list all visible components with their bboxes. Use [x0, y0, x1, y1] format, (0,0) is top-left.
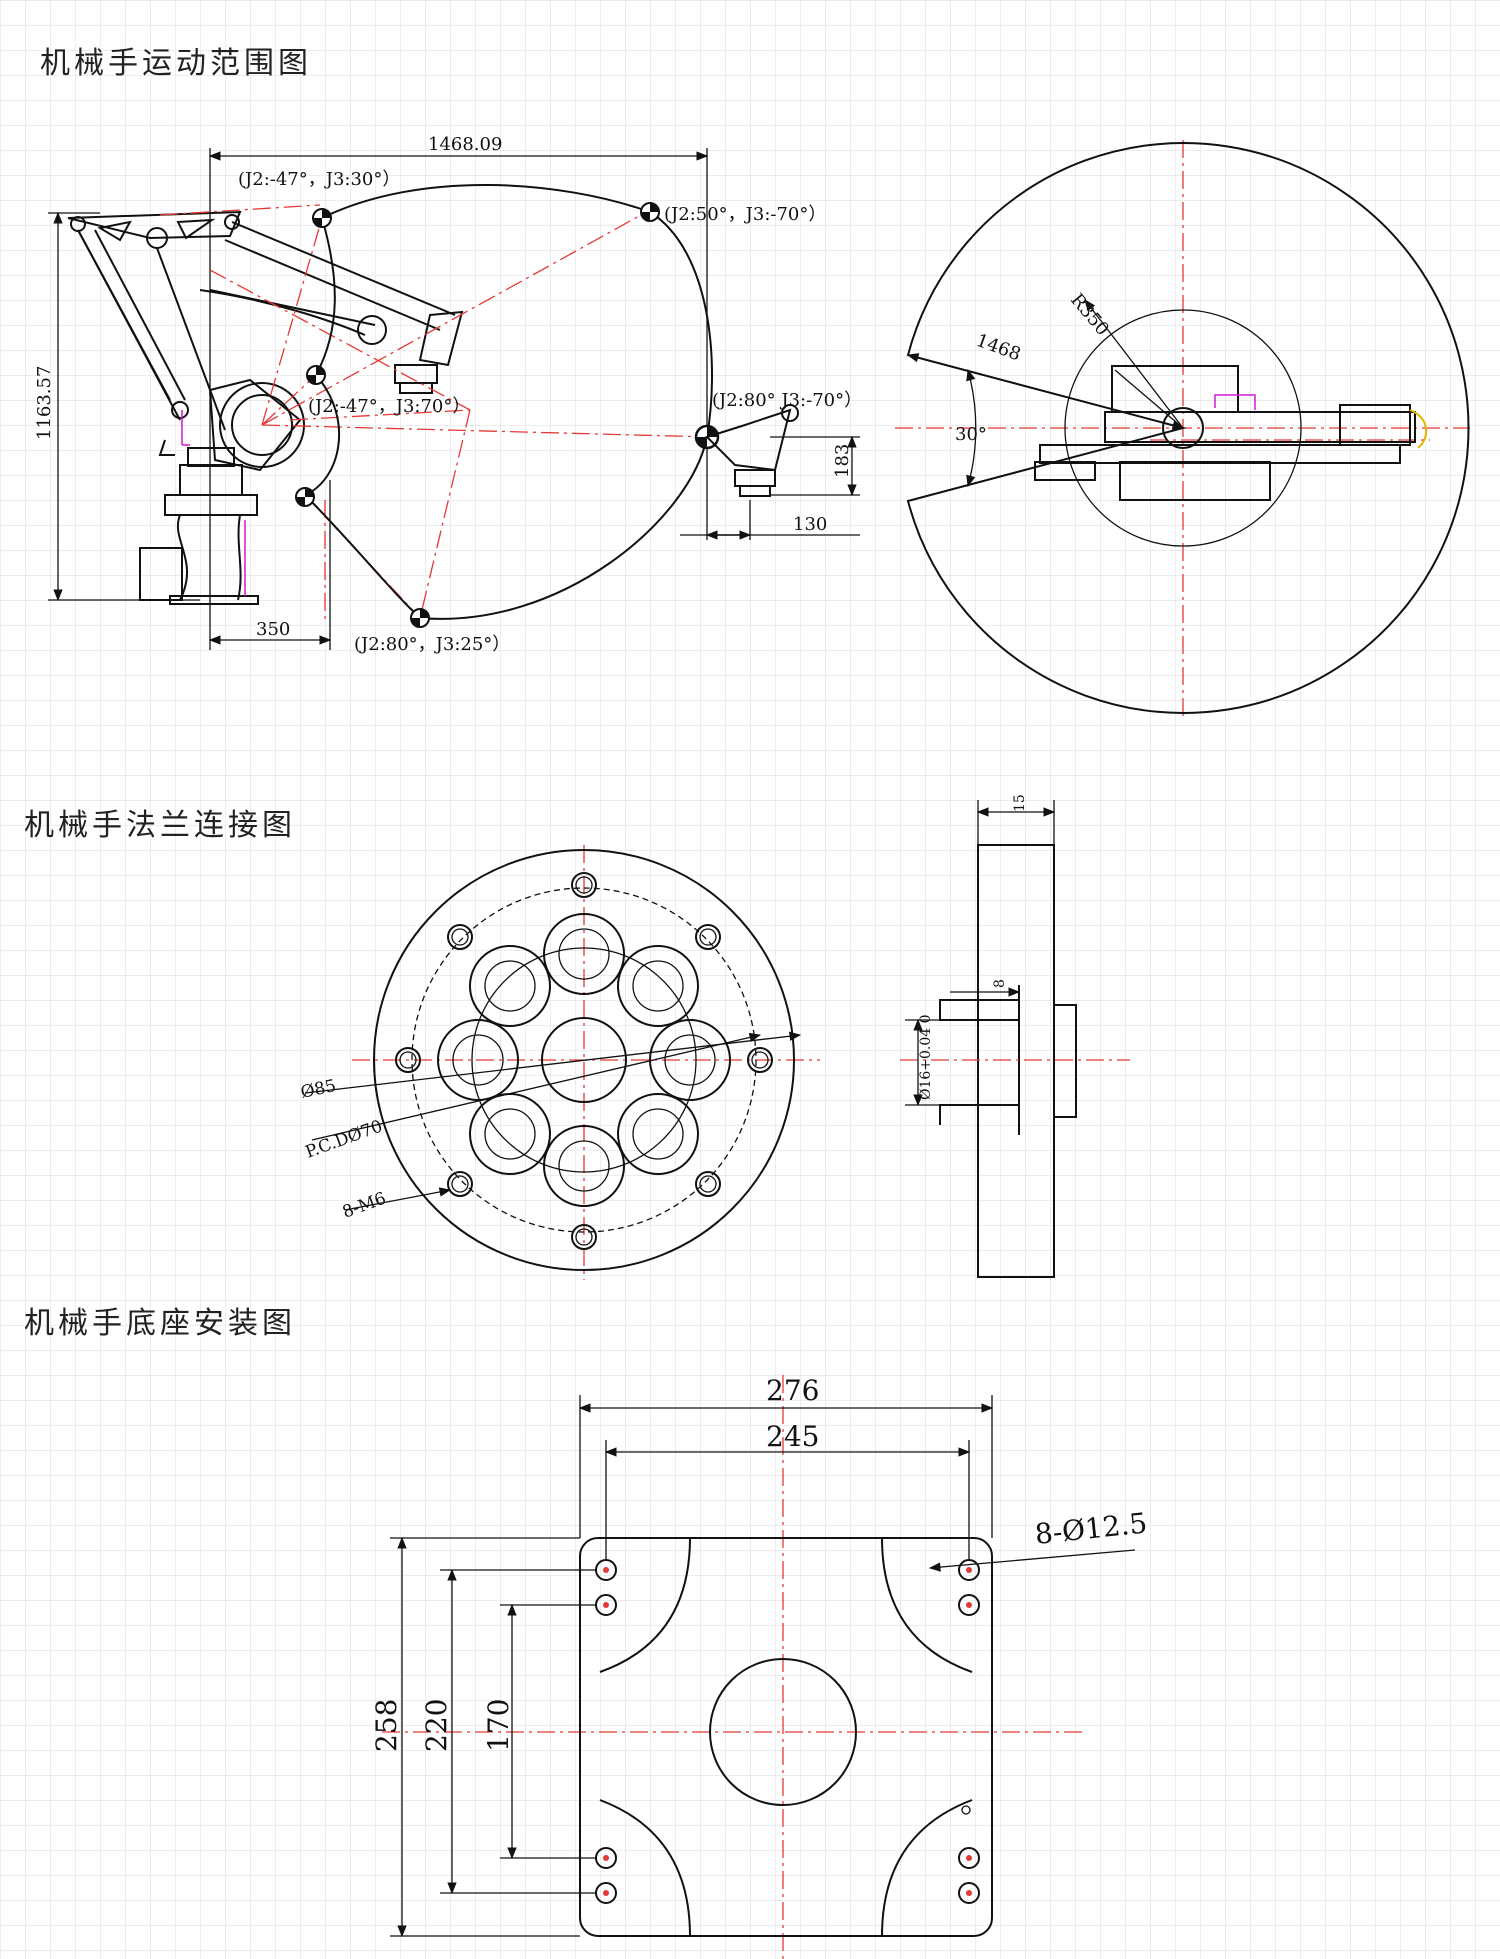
- flange-thickness-label: 15: [1012, 794, 1028, 812]
- flange-boss: [617, 1093, 699, 1175]
- top-angle-label: 30°: [955, 424, 987, 445]
- pose-marker: [306, 365, 326, 385]
- flange-front-view: Ø85 P.C.DØ70 8-M6: [299, 845, 820, 1280]
- side-view-motion-range: 1468.09 1163.57 350 183 130 (J2:-47°，J3:…: [34, 134, 862, 655]
- flange-boss: [649, 1019, 731, 1101]
- flange-outer-dia-label: Ø85: [299, 1076, 338, 1103]
- pose-marker: [295, 487, 315, 507]
- base-hole: [958, 1594, 980, 1616]
- base-hole: [595, 1882, 617, 1904]
- dim-wrist-height-label: 183: [832, 444, 853, 478]
- pose-marker: [640, 202, 660, 222]
- flange-hole: [447, 1171, 473, 1197]
- top-inner-radius-label: R350: [1066, 290, 1113, 340]
- flange-boss: [543, 913, 625, 995]
- base-hole: [595, 1594, 617, 1616]
- pose-marker: [410, 608, 430, 628]
- base-height-258-label: 258: [370, 1699, 403, 1752]
- pose-label-5: (J2:80°，J3:25°）: [354, 634, 510, 655]
- flange-boss: [469, 945, 551, 1027]
- base-hole: [958, 1882, 980, 1904]
- flange-depth-label: 8: [992, 979, 1008, 988]
- base-width-245-label: 245: [766, 1420, 819, 1453]
- flange-hole: [571, 872, 597, 898]
- top-view-motion-range: 1468 R350 30°: [895, 140, 1470, 720]
- base-hole: [595, 1847, 617, 1869]
- flange-holes-label: 8-M6: [340, 1189, 389, 1223]
- flange-pcd-label: P.C.DØ70: [303, 1116, 385, 1162]
- base-plate-drawing: 276 245 258 220 170 8-Ø12.5: [370, 1374, 1149, 1959]
- flange-boss: [617, 945, 699, 1027]
- base-height-220-label: 220: [420, 1699, 453, 1752]
- flange-hole: [447, 924, 473, 950]
- flange-hole: [747, 1047, 773, 1073]
- base-hole: [595, 1559, 617, 1581]
- dim-span-label: 1468.09: [428, 134, 502, 155]
- flange-boss: [437, 1019, 519, 1101]
- base-height-170-label: 170: [482, 1699, 515, 1752]
- flange-boss: [469, 1093, 551, 1175]
- pose-marker: [312, 208, 332, 228]
- dim-base-label: 350: [256, 619, 290, 640]
- top-radius-label: 1468: [973, 330, 1023, 365]
- motion-range-heading: 机械手运动范围图: [40, 46, 312, 81]
- flange-boss: [543, 1125, 625, 1207]
- base-hole: [958, 1847, 980, 1869]
- pose-label-3: (J2:-47°，J3:70°）: [308, 396, 470, 417]
- flange-heading: 机械手法兰连接图: [24, 808, 296, 843]
- pose-label-4: (J2:80° J3:-70°）: [712, 390, 862, 411]
- flange-side-view: 15 8 Ø16+0.04 0: [900, 794, 1130, 1278]
- flange-bore-label: Ø16+0.04 0: [918, 1014, 934, 1100]
- dim-wrist-width-label: 130: [793, 514, 827, 535]
- flange-hole: [695, 924, 721, 950]
- pose-label-2: (J2:50°，J3:-70°）: [664, 204, 826, 225]
- flange-hole: [571, 1224, 597, 1250]
- base-holes-label: 8-Ø12.5: [1033, 1506, 1148, 1551]
- dim-height-label: 1163.57: [34, 366, 55, 440]
- flange-hole: [395, 1047, 421, 1073]
- base-width-276-label: 276: [766, 1374, 819, 1407]
- base-heading: 机械手底座安装图: [24, 1306, 296, 1341]
- base-hole: [958, 1559, 980, 1581]
- pose-label-1: (J2:-47°，J3:30°）: [238, 169, 400, 190]
- flange-hole: [695, 1171, 721, 1197]
